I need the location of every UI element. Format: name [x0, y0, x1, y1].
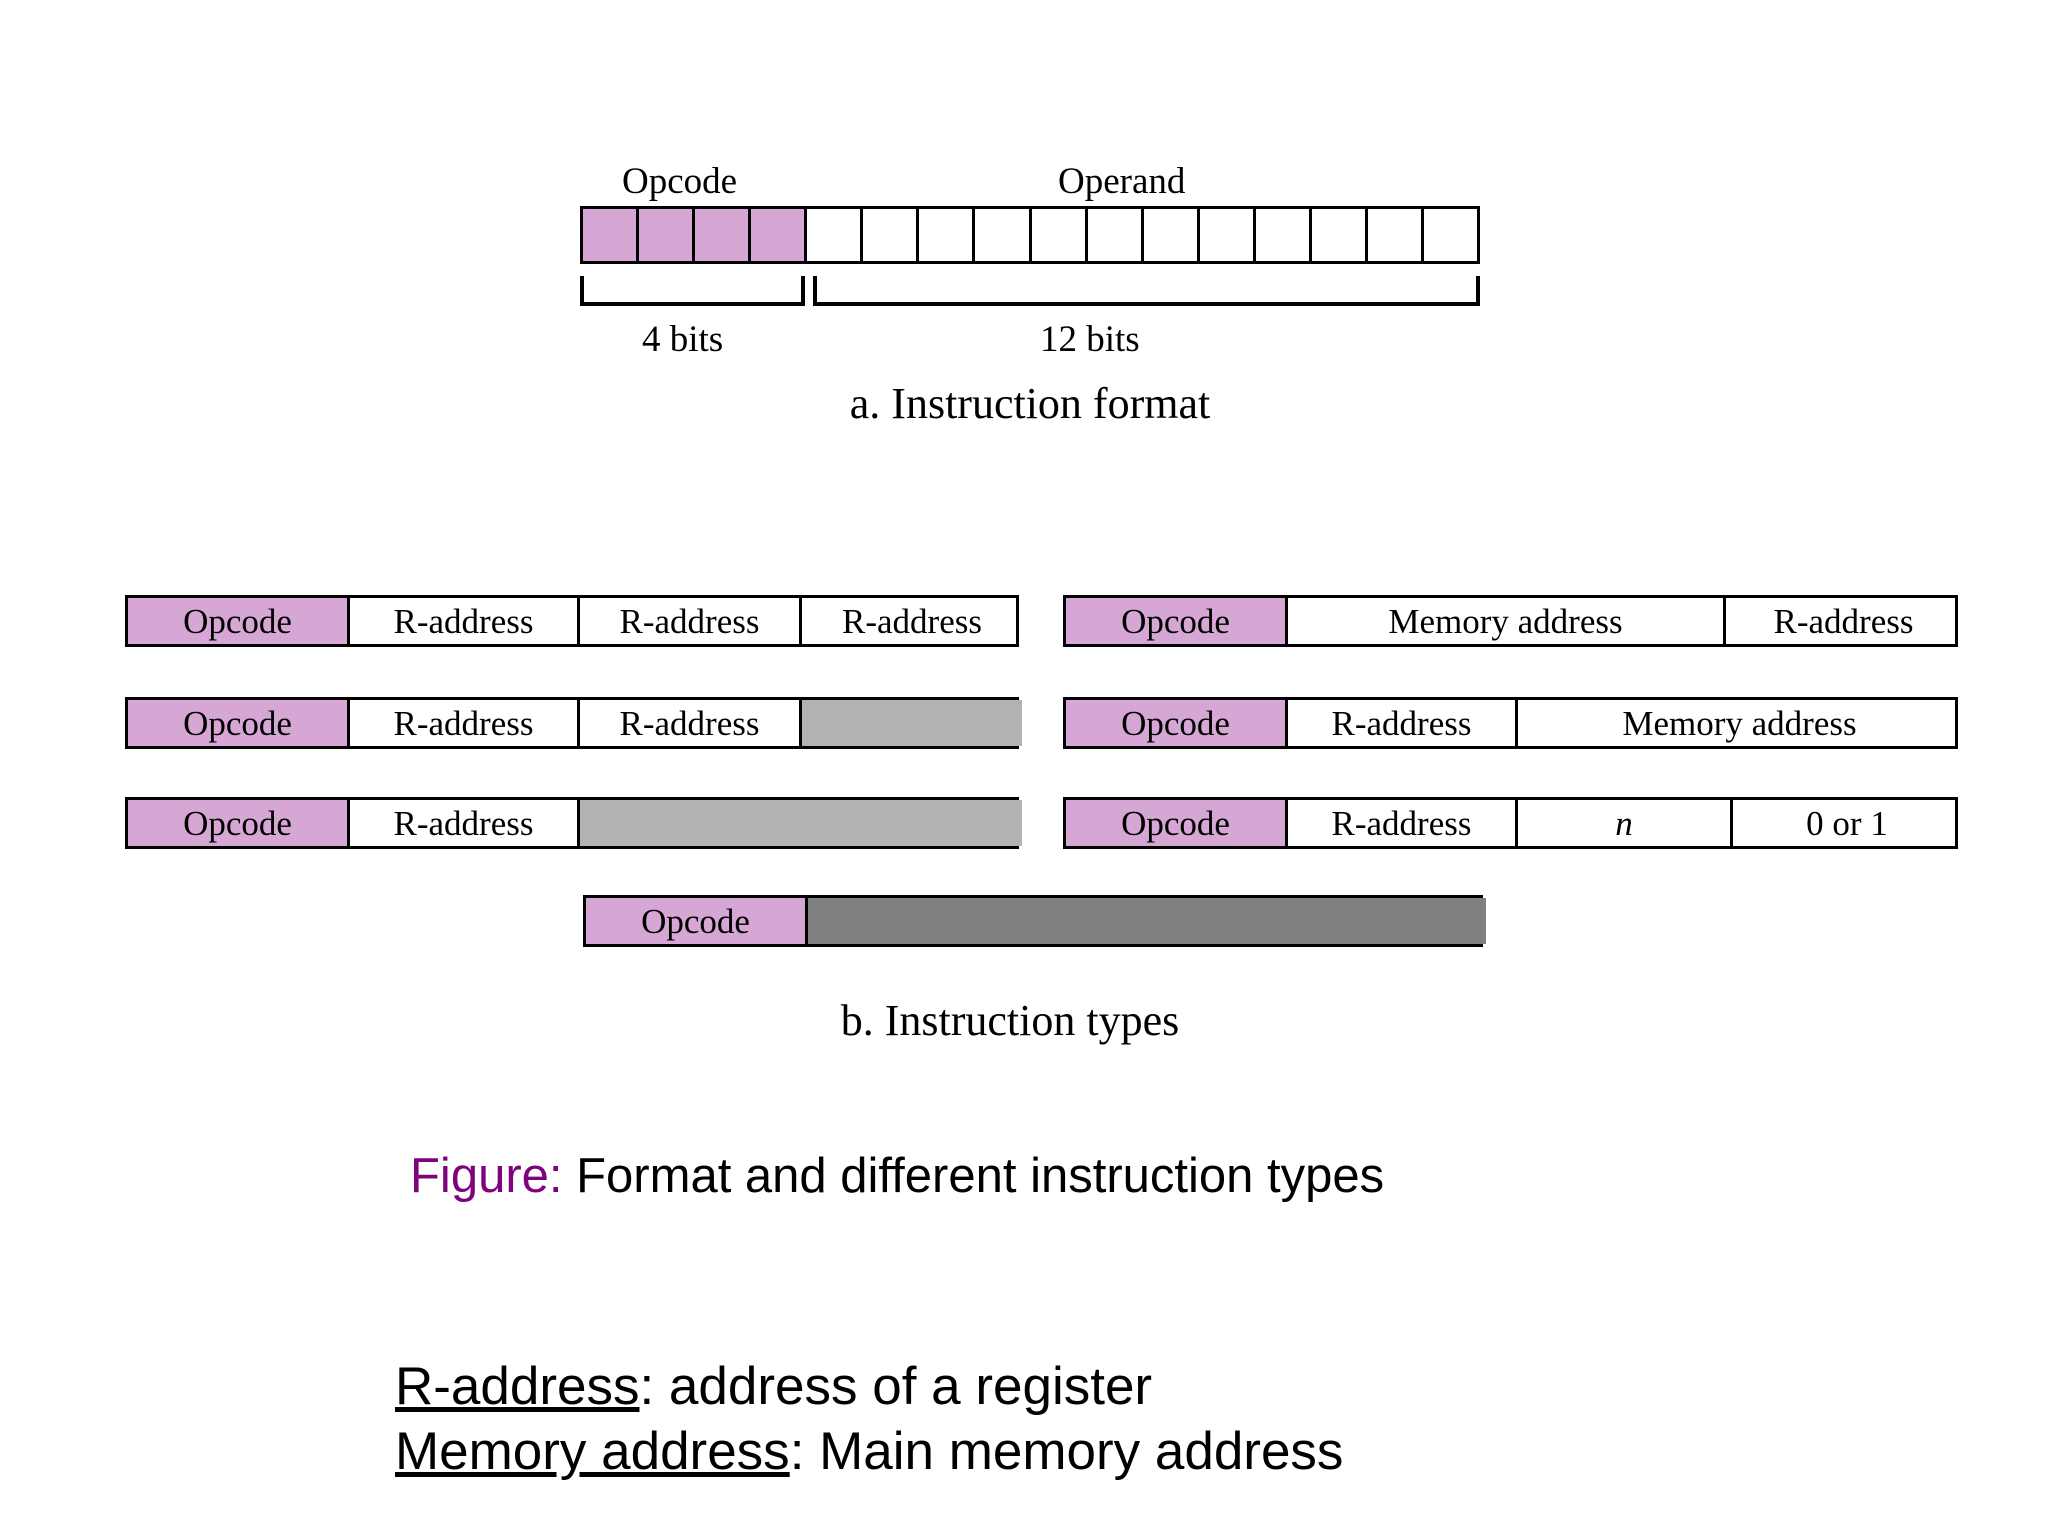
bit-cell-opcode	[583, 209, 640, 261]
opcode-label: Opcode	[622, 161, 738, 202]
instruction-format-diagram: Opcode Operand 4 bits 1	[580, 160, 1480, 428]
bit-cell-operand	[1200, 209, 1256, 261]
segment-opcode: Opcode	[1066, 800, 1288, 846]
segment-field: R-address	[580, 700, 802, 746]
bit-cell-row	[580, 206, 1480, 264]
bit-cell-operand	[1144, 209, 1200, 261]
legend-term-memory-address: Memory address	[395, 1421, 790, 1481]
figure-caption-text: Format and different instruction types	[562, 1149, 1385, 1203]
caption-part-a: a. Instruction format	[849, 379, 1211, 428]
segment-unused	[802, 700, 1022, 746]
operand-bit-count: 12 bits	[1040, 319, 1140, 360]
opcode-bit-count: 4 bits	[642, 319, 724, 360]
bit-cell-operand	[1368, 209, 1424, 261]
bit-cell-operand	[975, 209, 1032, 261]
bit-cell-operand	[807, 209, 864, 261]
segment-field: R-address	[350, 598, 580, 644]
bit-cell-operand	[919, 209, 976, 261]
figure-keyword: Figure:	[410, 1149, 563, 1203]
figure-caption-block: Figure: Format and different instruction…	[410, 1148, 1530, 1206]
format-field-labels: Opcode Operand	[580, 160, 1480, 206]
caption-part-b: b. Instruction types	[840, 996, 1180, 1045]
segment-field: R-address	[1773, 601, 1914, 641]
segment-field: R-address	[1288, 800, 1518, 846]
legend-definition-r-address: : address of a register	[639, 1357, 1153, 1416]
instruction-type-row-bottom: Opcode	[583, 895, 1486, 947]
legend-item: R-address: address of a register	[395, 1355, 1695, 1420]
opcode-width-bracket	[580, 276, 805, 306]
bit-width-brackets	[580, 276, 1480, 312]
bit-cell-opcode	[751, 209, 808, 261]
segment-field: R-address	[842, 601, 982, 641]
bit-cell-opcode	[639, 209, 696, 261]
bit-cell-operand	[1312, 209, 1368, 261]
bit-cell-operand	[1256, 209, 1312, 261]
segment-field: R-address	[1288, 700, 1518, 746]
segment-opcode: Opcode	[586, 898, 808, 944]
segment-field: R-address	[350, 700, 580, 746]
segment-opcode: Opcode	[128, 800, 350, 846]
segment-opcode: Opcode	[1066, 598, 1288, 644]
bit-cell-opcode	[695, 209, 752, 261]
legend-block: R-address: address of a register Memory …	[395, 1355, 1695, 1484]
segment-field: R-address	[580, 598, 802, 644]
legend-definition-memory-address: : Main memory address	[789, 1421, 1344, 1481]
bit-cell-operand	[1424, 209, 1477, 261]
segment-field: n	[1518, 800, 1733, 846]
bit-cell-operand	[863, 209, 920, 261]
segment-unused	[580, 800, 1022, 846]
segment-opcode: Opcode	[128, 700, 350, 746]
bit-cell-operand	[1032, 209, 1088, 261]
bit-cell-operand	[1088, 209, 1144, 261]
operand-label: Operand	[1058, 161, 1186, 202]
segment-unused	[808, 898, 1486, 944]
segment-field: Memory address	[1622, 703, 1857, 743]
bit-width-labels: 4 bits 12 bits	[580, 318, 1480, 368]
legend-item: Memory address: Main memory address	[395, 1420, 1695, 1485]
segment-field: Memory address	[1288, 598, 1726, 644]
segment-opcode: Opcode	[128, 598, 350, 644]
segment-opcode: Opcode	[1066, 700, 1288, 746]
segment-field: 0 or 1	[1806, 803, 1888, 843]
legend-term-r-address: R-address	[395, 1357, 640, 1416]
segment-field: R-address	[350, 800, 580, 846]
operand-width-bracket	[813, 276, 1480, 306]
